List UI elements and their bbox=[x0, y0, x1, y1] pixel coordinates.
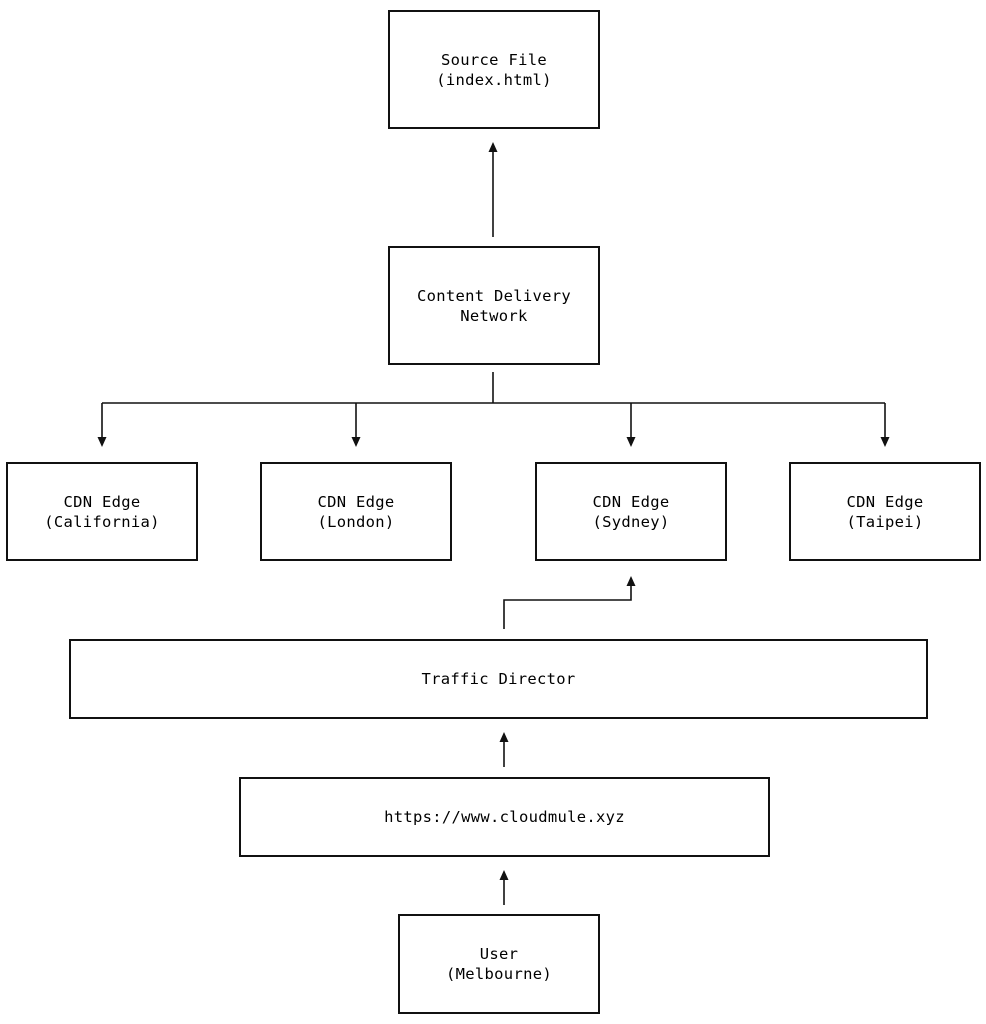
fanout-to-taipei-arrowhead bbox=[880, 437, 890, 447]
fanout-to-sydney-arrowhead bbox=[626, 437, 636, 447]
cdn-edge-taipei-node: CDN Edge (Taipei) bbox=[789, 462, 981, 561]
url-node: https://www.cloudmule.xyz bbox=[239, 777, 770, 857]
fanout-to-california-arrowhead bbox=[97, 437, 107, 447]
traffic-director-label: Traffic Director bbox=[421, 670, 576, 688]
url-to-director-arrowhead bbox=[499, 732, 509, 742]
user-label: User (Melbourne) bbox=[446, 945, 552, 983]
director-to-sydney-line bbox=[503, 586, 632, 629]
traffic-director-node: Traffic Director bbox=[69, 639, 928, 719]
user-to-url-arrowhead bbox=[499, 870, 509, 880]
cdn-edge-sydney-node: CDN Edge (Sydney) bbox=[535, 462, 727, 561]
cdn-edge-london-node: CDN Edge (London) bbox=[260, 462, 452, 561]
director-to-sydney-arrowhead bbox=[626, 576, 636, 586]
url-label: https://www.cloudmule.xyz bbox=[384, 808, 625, 826]
cdn-edge-sydney-label: CDN Edge (Sydney) bbox=[592, 492, 670, 531]
cdn-to-source-arrowhead bbox=[488, 142, 498, 152]
cdn-node: Content Delivery Network bbox=[388, 246, 600, 365]
source-file-label: Source File (index.html) bbox=[436, 50, 552, 89]
user-node: User (Melbourne) bbox=[398, 914, 600, 1014]
cdn-edge-california-label: CDN Edge (California) bbox=[44, 492, 160, 531]
cdn-label: Content Delivery Network bbox=[416, 286, 572, 325]
source-file-node: Source File (index.html) bbox=[388, 10, 600, 129]
cdn-edge-london-label: CDN Edge (London) bbox=[317, 492, 395, 531]
cdn-edge-taipei-label: CDN Edge (Taipei) bbox=[846, 492, 924, 531]
fanout-to-london-arrowhead bbox=[351, 437, 361, 447]
cdn-edge-california-node: CDN Edge (California) bbox=[6, 462, 198, 561]
